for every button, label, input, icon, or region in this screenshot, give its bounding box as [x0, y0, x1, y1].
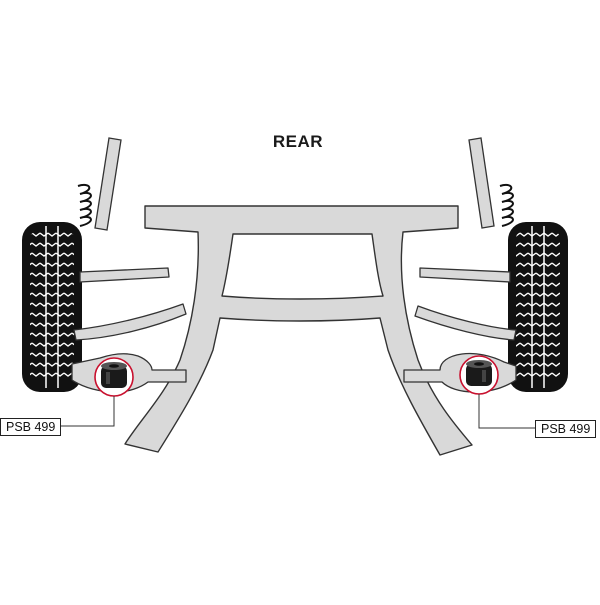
right-strut — [468, 137, 495, 229]
left-tire — [22, 222, 82, 392]
left-bushing-highlight — [94, 357, 134, 397]
left-leader-line — [58, 396, 115, 427]
right-leader-line — [478, 394, 535, 429]
callout-label-left: PSB 499 — [0, 418, 62, 436]
right-strut-rod — [468, 137, 495, 229]
subframe-body — [124, 205, 473, 456]
left-coil-spring — [77, 184, 92, 227]
left-trailing-arm — [73, 303, 187, 341]
rear-title: REAR — [272, 132, 324, 151]
subframe — [124, 205, 473, 456]
callout-label-right: PSB 499 — [535, 420, 597, 438]
left-strut-rod — [94, 137, 122, 231]
right-coil-spring — [499, 184, 514, 227]
left-upper-link — [79, 267, 170, 283]
right-trailing-arm — [414, 305, 517, 341]
left-strut — [94, 137, 122, 231]
right-upper-link — [419, 267, 511, 283]
right-tire — [508, 222, 568, 392]
subframe-inner-opening — [221, 233, 384, 300]
right-bushing-highlight — [459, 355, 499, 395]
